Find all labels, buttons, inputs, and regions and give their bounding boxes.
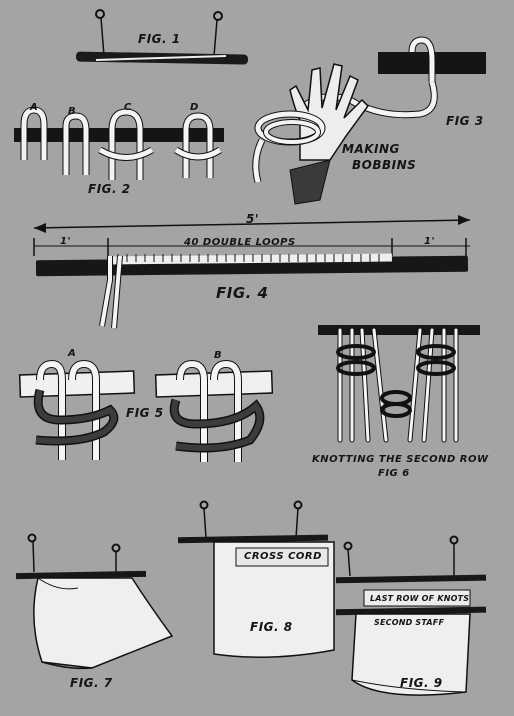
fig3-caption-line2: BOBBINS: [352, 158, 416, 172]
fig2-letter-b: B: [68, 106, 76, 117]
fig9-label: FIG. 9: [400, 676, 443, 690]
fig2-letter-c: C: [124, 102, 132, 113]
fig6-caption: KNOTTING THE SECOND ROW: [312, 454, 489, 465]
fig4-right-length: 1': [424, 236, 435, 247]
fig9-second-staff: [336, 537, 486, 696]
fig9-last-row-label: LAST ROW OF KNOTS: [370, 594, 469, 603]
fig5-label: FIG 5: [126, 406, 164, 420]
fig8-cross-cord-label: CROSS CORD: [244, 551, 322, 562]
fig7-hanging-fabric: [16, 535, 172, 669]
fig1-label: FIG. 1: [138, 32, 181, 46]
fig4-left-length: 1': [60, 236, 71, 247]
fig4-label: FIG. 4: [216, 284, 269, 302]
fig6-label: FIG 6: [378, 468, 410, 479]
fig6-second-row: [318, 325, 480, 440]
fig3-label: FIG 3: [446, 114, 484, 128]
fig9-second-staff-label: SECOND STAFF: [374, 618, 444, 627]
fig2-letter-d: D: [190, 102, 199, 113]
fig7-label: FIG. 7: [70, 676, 113, 690]
fig2-letter-a: A: [30, 102, 38, 113]
fig8-label: FIG. 8: [250, 620, 293, 634]
fig4-staff-measurements: [34, 215, 470, 328]
fig4-loops-label: 40 DOUBLE LOOPS: [184, 237, 296, 248]
fig3-caption-line1: MAKING: [342, 142, 400, 156]
fig5-letter-b: B: [214, 350, 222, 361]
fig4-total-length: 5': [246, 212, 259, 226]
fig2-label: FIG. 2: [88, 182, 131, 196]
fig2-cord-mounting: [14, 110, 224, 180]
fig5-letter-a: A: [68, 348, 76, 359]
